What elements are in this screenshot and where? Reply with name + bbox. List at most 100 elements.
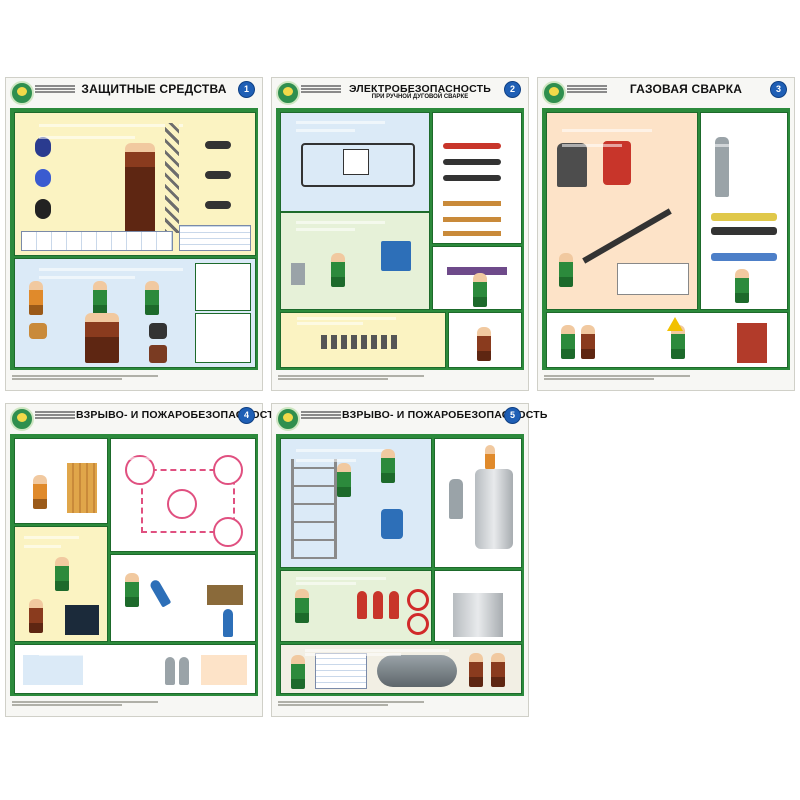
cable-connector-icon xyxy=(443,217,501,222)
electrode-holder-icon xyxy=(443,143,501,149)
worker-figure-icon xyxy=(735,269,749,303)
worker-figure-icon xyxy=(93,281,107,315)
cylinder-position-icon xyxy=(125,455,155,485)
poster-number-badge: 4 xyxy=(239,408,254,423)
organization-caption xyxy=(567,84,607,94)
welder-figure-icon xyxy=(125,143,155,233)
poster-body xyxy=(10,434,258,696)
welding-mask-icon xyxy=(35,199,51,219)
panel-welding-booth xyxy=(195,313,251,363)
cylinder-position-icon xyxy=(213,455,243,485)
poster-body xyxy=(276,434,524,696)
welding-position-icon xyxy=(167,489,197,519)
fire-source-icon xyxy=(213,517,243,547)
poster-header: ЗАЩИТНЫЕ СРЕДСТВА 1 xyxy=(6,78,262,108)
organization-caption xyxy=(35,84,75,94)
worker-figure-icon xyxy=(29,599,43,633)
worker-figure-icon xyxy=(145,281,159,315)
dark-room-icon xyxy=(65,605,99,635)
panel-electrode-holders xyxy=(432,112,522,244)
poster-explosion-fire-safety-a: ВЗРЫВО- И ПОЖАРОБЕЗОПАСНОСТЬ 4 xyxy=(6,404,281,716)
circuit-diagram xyxy=(301,143,415,187)
poster-header: ГАЗОВАЯ СВАРКА 3 xyxy=(538,78,794,108)
worker-figure-icon xyxy=(55,557,69,591)
gas-cylinder-icon xyxy=(148,578,172,608)
gas-cylinder-icon xyxy=(223,609,233,637)
shed-roof-icon xyxy=(447,267,507,309)
poster-title: ГАЗОВАЯ СВАРКА xyxy=(629,82,743,96)
poster-footer xyxy=(12,700,256,712)
reducer-diagram xyxy=(617,263,689,295)
trench-icon xyxy=(207,585,243,605)
poster-protective-equipment: ЗАЩИТНЫЕ СРЕДСТВА 1 xyxy=(6,78,262,390)
panel-welding-equipment xyxy=(280,212,430,310)
filter-table xyxy=(21,231,173,251)
poster-footer xyxy=(12,374,256,386)
emblem-logo-icon xyxy=(10,81,34,105)
fire-extinguisher-icon xyxy=(373,591,383,619)
worker-figure-icon xyxy=(295,589,309,623)
panel-cylinder-check xyxy=(700,112,788,310)
vessel-icon xyxy=(453,593,503,637)
wooden-wall-icon xyxy=(67,463,97,513)
goggles-icon xyxy=(205,201,231,209)
panel-acetylene-generator xyxy=(546,112,698,310)
filter-table xyxy=(179,225,251,251)
scaffold-icon xyxy=(291,459,337,559)
fire-extinguisher-icon xyxy=(389,591,399,619)
welding-helmet-icon xyxy=(35,137,51,157)
poster-body xyxy=(542,108,790,370)
prohibition-sign-icon xyxy=(407,613,429,635)
poster-footer xyxy=(278,700,522,712)
switchboard-icon xyxy=(291,263,305,285)
busbar-icon xyxy=(321,335,401,349)
panel-fire-equipment xyxy=(280,570,432,642)
poster-number-badge: 3 xyxy=(771,82,786,97)
poster-header: ВЗРЫВО- И ПОЖАРОБЕЗОПАСНОСТЬ 5 xyxy=(272,404,547,434)
panel-protective-shed xyxy=(432,246,522,310)
panel-workwear xyxy=(14,258,256,368)
poster-header: ЭЛЕКТРОБЕЗОПАСНОСТЬ ПРИ РУЧНОЙ ДУГОВОЙ С… xyxy=(272,78,528,108)
worker-figure-icon xyxy=(469,653,483,687)
poster-subtitle: ПРИ РУЧНОЙ ДУГОВОЙ СВАРКЕ xyxy=(371,94,469,100)
cable-connector-icon xyxy=(443,231,501,236)
poster-gas-welding: ГАЗОВАЯ СВАРКА 3 xyxy=(538,78,794,390)
emblem-logo-icon xyxy=(276,407,300,431)
water-seal-icon xyxy=(603,141,631,185)
gas-cylinder-icon xyxy=(449,479,463,519)
welding-helmet-icon xyxy=(35,169,51,187)
warning-sign-icon xyxy=(667,317,683,331)
emblem-logo-icon xyxy=(276,81,300,105)
boots-icon xyxy=(149,345,167,363)
gas-cylinder-icon xyxy=(179,657,189,685)
panel-safe-distances xyxy=(110,438,256,552)
panel-welding-near-wood xyxy=(14,438,108,524)
poster-footer xyxy=(544,374,788,386)
panel-work-at-height xyxy=(280,438,432,568)
panel-confined-space xyxy=(448,312,522,368)
poster-footer xyxy=(278,374,522,386)
goggles-icon xyxy=(205,141,231,149)
worker-figure-icon xyxy=(581,325,595,359)
worker-figure-icon xyxy=(561,325,575,359)
welding-machine-icon xyxy=(381,241,411,271)
hose-icon xyxy=(711,227,777,235)
emblem-logo-icon xyxy=(542,81,566,105)
panel-cylinder-handling xyxy=(110,554,256,642)
boiler-drum-icon xyxy=(377,655,457,687)
gloves-icon xyxy=(149,323,167,339)
poster-number-badge: 1 xyxy=(239,82,254,97)
distance-diagram xyxy=(141,469,235,533)
panel-tank-works xyxy=(434,438,522,568)
panel-protective-gear xyxy=(14,112,256,256)
storage-door-icon xyxy=(737,323,767,363)
hose-icon xyxy=(711,213,777,221)
panel-vessel-inspection xyxy=(434,570,522,642)
poster-body xyxy=(10,108,258,370)
worker-figure-icon xyxy=(291,655,305,689)
panel-prohibited-actions xyxy=(14,644,256,694)
poster-body xyxy=(276,108,524,370)
welder-figure-icon xyxy=(473,273,487,307)
worker-figure-icon xyxy=(29,281,43,315)
worker-figure-icon xyxy=(33,475,47,509)
